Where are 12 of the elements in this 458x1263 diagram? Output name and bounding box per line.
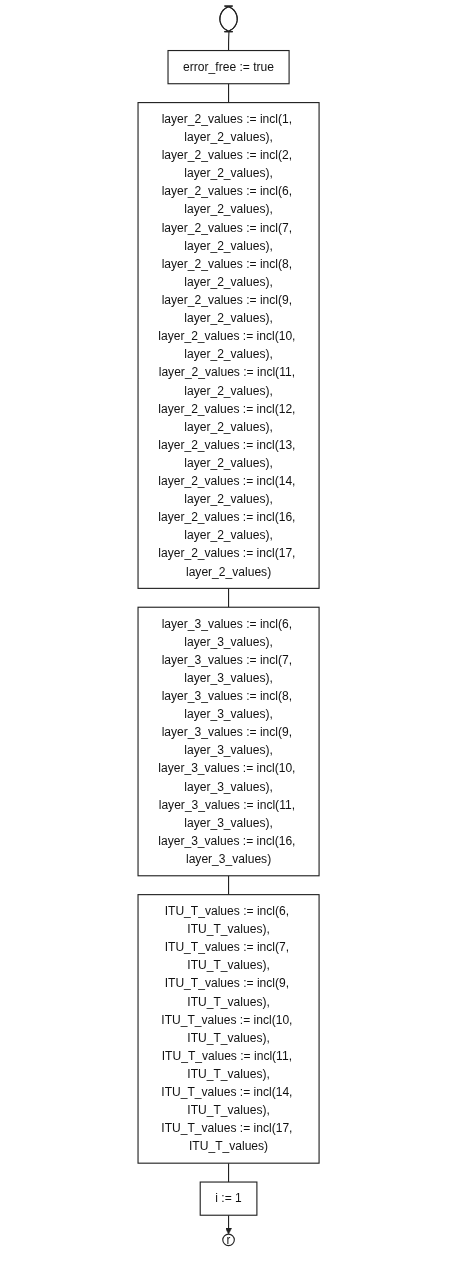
node-box: layer_2_values := incl(1, layer_2_values), layer_2_values := incl(2, layer_2_values), layer_2_values := incl(6, layer_2_values), layer_2_values := incl(7, layer_2_values), layer_2_values := incl(8, layer_2_values), layer_2_values := incl(9, layer_2_values), layer_2_values := incl(10, layer_2_values), layer_2_values := incl(11, layer_2_values), layer_2_values := incl(12, layer_2_values), layer_2_values := incl(13, layer_2_values), layer_2_values := incl(14, layer_2_values), layer_2_values := incl(16, layer_2_values), layer_2_values := incl(17, layer_2_values) — [137, 102, 321, 589]
node-circle: r — [222, 1233, 236, 1247]
connector — [228, 83, 230, 104]
node-box: ITU_T_values := incl(6, ITU_T_values), ITU_T_values := incl(7, ITU_T_values), ITU_T_values := incl(9, ITU_T_values), ITU_T_values := incl(10, ITU_T_values), ITU_T_values := incl(11, ITU_T_values), ITU_T_values := incl(14, ITU_T_values), ITU_T_values := incl(17, ITU_T_values) — [137, 894, 321, 1164]
connector — [228, 31, 230, 52]
node-box: layer_3_values := incl(6, layer_3_values), layer_3_values := incl(7, layer_3_values), layer_3_values := incl(8, layer_3_values), layer_3_values := incl(9, layer_3_values), layer_3_values := incl(10, layer_3_values), layer_3_values := incl(11, layer_3_values), layer_3_values := incl(16, layer_3_values) — [137, 606, 321, 877]
connector — [228, 587, 230, 608]
node-box: error_free := true — [167, 49, 291, 85]
arrow — [225, 1214, 233, 1235]
connector — [228, 875, 230, 896]
connector — [228, 1162, 230, 1183]
node-box: i := 1 — [200, 1181, 258, 1216]
